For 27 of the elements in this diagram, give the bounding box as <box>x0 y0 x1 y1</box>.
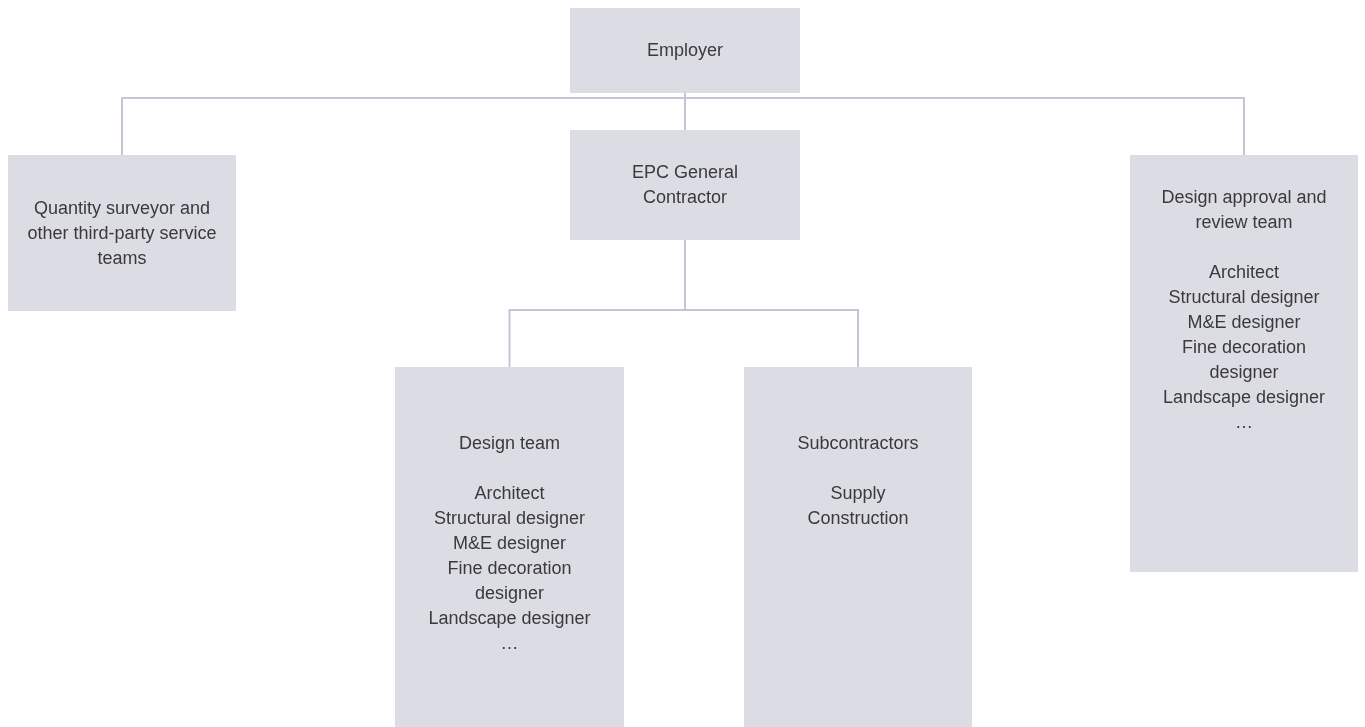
role-item: Fine decoration designer <box>1180 336 1308 384</box>
box-title: EPC General Contractor <box>630 161 740 209</box>
role-item: Structural designer <box>1168 286 1320 309</box>
role-item: … <box>1235 411 1253 434</box>
org-box <box>8 155 236 311</box>
org-box <box>570 8 800 93</box>
role-item: Landscape designer <box>1162 386 1326 409</box>
role-item: Architect <box>1209 261 1279 284</box>
role-item: Landscape designer <box>428 607 591 630</box>
role-item: Structural designer <box>433 507 586 530</box>
role-item: M&E designer <box>1187 311 1301 334</box>
box-title: Subcontractors <box>797 432 919 455</box>
org-box <box>570 130 800 240</box>
box-title: Quantity surveyor and other third-party service teams <box>26 196 218 270</box>
box-title: Employer <box>647 39 723 62</box>
org-box <box>1130 155 1358 572</box>
role-item: Construction <box>807 507 909 530</box>
role-item: M&E designer <box>452 532 567 555</box>
connector-line <box>684 239 859 368</box>
role-item: Fine decoration designer <box>446 557 573 605</box>
role-item: Supply <box>830 482 886 505</box>
org-box <box>395 367 624 727</box>
role-item: Architect <box>474 482 545 505</box>
role-item: … <box>500 632 519 655</box>
box-title: Design team <box>458 432 561 455</box>
box-title: Design approval and review team <box>1160 186 1328 234</box>
org-box <box>744 367 972 727</box>
